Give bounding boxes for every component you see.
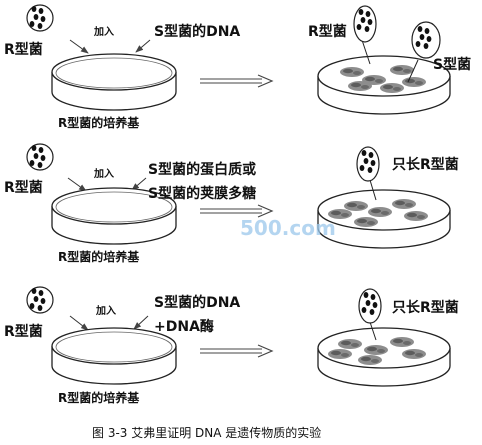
additive-label-1a: S型菌的DNA (154, 24, 241, 40)
result-label-2a: 只长R型菌 (392, 157, 459, 173)
result-label-3a: 只长R型菌 (392, 300, 459, 316)
add-arrow-left-2 (67, 177, 87, 192)
add-arrow-left-1 (69, 39, 89, 54)
bacteria-label-3: R型菌 (4, 324, 43, 340)
r-bacteria-cluster-2 (26, 143, 54, 171)
callout-r-2 (356, 146, 380, 201)
add-arrow-left-3 (69, 315, 89, 331)
add-label-2: 加入 (94, 169, 114, 180)
add-arrow-right-3 (133, 315, 149, 330)
petri-dish-1 (51, 53, 177, 111)
additive-label-2a: S型菌的蛋白质或 (148, 162, 257, 178)
figure-caption: 图 3-3 艾弗里证明 DNA 是遗传物质的实验 (92, 426, 322, 440)
process-arrow-3 (200, 344, 274, 358)
add-label-1: 加入 (94, 27, 114, 38)
additive-label-3a: S型菌的DNA (154, 295, 241, 311)
result-label-1b: S型菌 (433, 57, 472, 73)
petri-dish-2 (51, 187, 177, 245)
row-2 (26, 143, 451, 249)
watermark-logo: 500.com (240, 216, 336, 240)
row-3 (26, 286, 451, 387)
callout-r-1 (353, 5, 377, 65)
plate-label-1: R型菌的培养基 (58, 116, 140, 130)
callout-s-1 (407, 21, 441, 83)
process-arrow-1 (200, 74, 274, 88)
row-1 (26, 4, 451, 115)
r-bacteria-cluster-1 (26, 4, 54, 32)
add-label-3: 加入 (96, 306, 116, 317)
callout-r-3 (358, 288, 382, 341)
additive-label-2b: S型菌的荚膜多糖 (148, 186, 257, 202)
bacteria-label-2: R型菌 (4, 180, 43, 196)
result-dish-1 (317, 55, 451, 115)
add-arrow-right-1 (135, 39, 151, 53)
plate-label-3: R型菌的培养基 (58, 391, 140, 405)
process-arrow-2 (200, 204, 274, 218)
bacteria-label-1: R型菌 (4, 42, 43, 58)
additive-label-3b: +DNA酶 (154, 319, 214, 335)
r-bacteria-cluster-3 (26, 286, 54, 314)
result-dish-2 (317, 189, 451, 249)
result-dish-3 (317, 327, 451, 387)
petri-dish-3 (51, 327, 177, 385)
result-label-1a: R型菌 (308, 24, 347, 40)
add-arrow-right-2 (131, 177, 147, 191)
plate-label-2: R型菌的培养基 (58, 250, 140, 264)
